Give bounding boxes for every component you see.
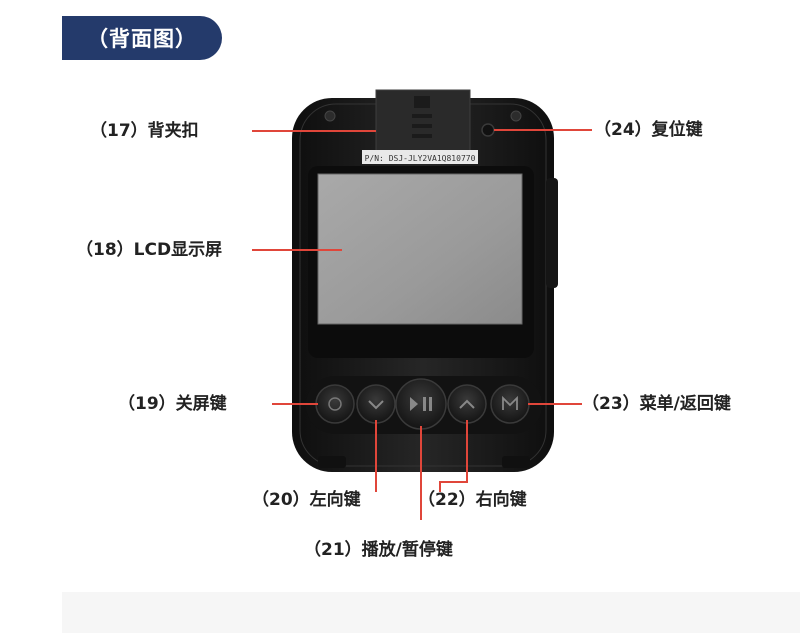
callout-reset-key: （24）复位键 [594, 120, 703, 140]
callout-back-clip: （17）背夹扣 [90, 121, 199, 141]
callout-lcd-screen: （18）LCD显示屏 [76, 240, 223, 260]
section-title: （背面图） [62, 16, 222, 60]
callout-menu-back-key: （23）菜单/返回键 [582, 394, 731, 414]
play-icon [410, 397, 418, 411]
chevron-down-icon [368, 400, 384, 410]
screen-off-button [315, 384, 355, 424]
reset-button [481, 123, 495, 137]
callout-play-pause-key: （21）播放/暂停键 [304, 540, 453, 560]
leader-lines [252, 129, 592, 520]
callout-left-key: （20）左向键 [252, 490, 361, 510]
menu-icon [502, 395, 518, 410]
callout-right-key: （22）右向键 [418, 490, 527, 510]
bottom-band [62, 592, 800, 633]
pn-text: P/N: DSJ-JLY2VA1Q810770 [365, 154, 476, 163]
screen-off-icon [328, 397, 342, 411]
right-button [447, 384, 487, 424]
back-clip [375, 89, 471, 157]
left-button [356, 384, 396, 424]
play-pause-button [395, 378, 447, 430]
leader-22 [439, 420, 468, 492]
button-row [306, 376, 542, 434]
pn-sticker [362, 150, 478, 164]
menu-button [490, 384, 530, 424]
chevron-up-icon [459, 399, 475, 409]
callout-screen-off-key: （19）关屏键 [118, 394, 227, 414]
lcd-screen [308, 166, 534, 358]
pause-icon [429, 397, 432, 411]
